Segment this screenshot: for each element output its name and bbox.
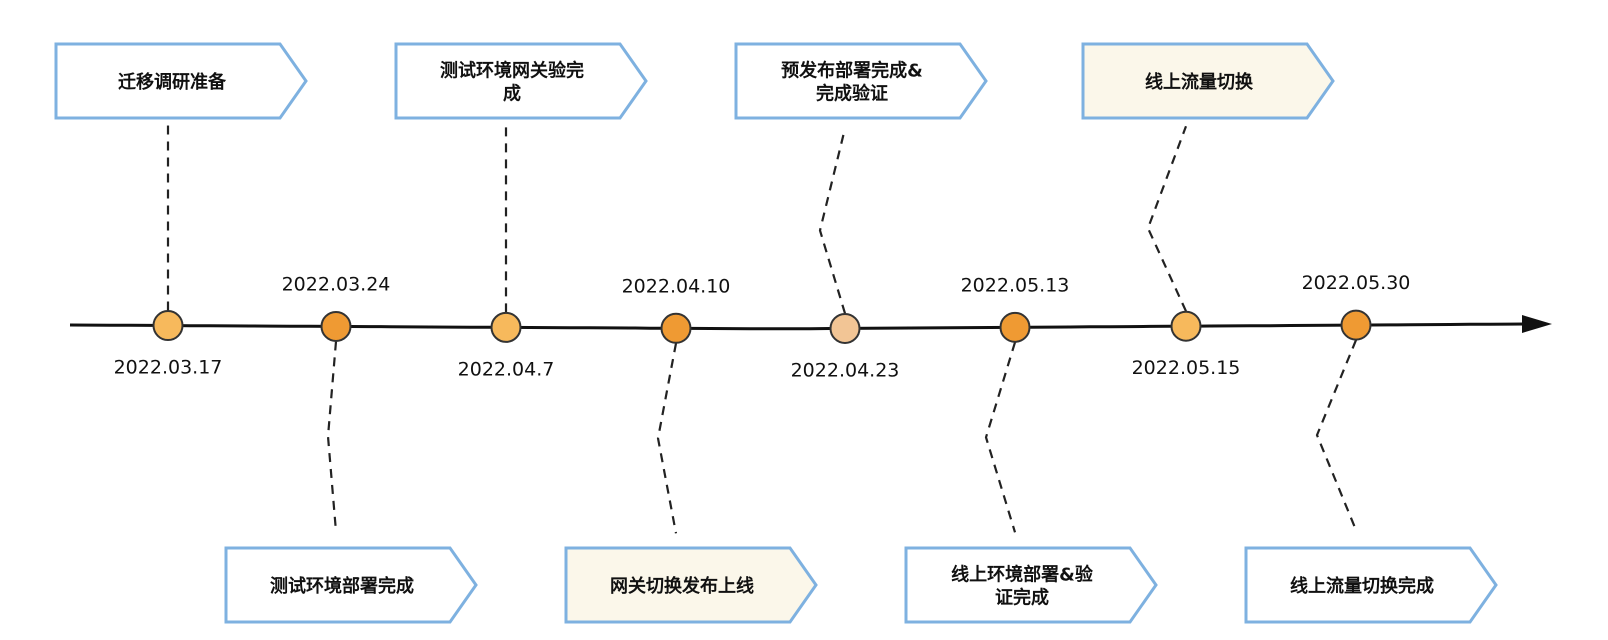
milestone-dot-m8: [1340, 309, 1372, 341]
milestone-dot-m4: [660, 312, 692, 344]
milestone-box-shape: [1244, 546, 1498, 624]
milestone-box-m5: 预发布部署完成&完成验证: [734, 42, 988, 120]
connector-m6: [984, 342, 1017, 533]
milestone-box-m7: 线上流量切换: [1081, 42, 1335, 120]
milestone-date-m4: 2022.04.10: [622, 275, 731, 297]
milestone-date-m7: 2022.05.15: [1132, 357, 1241, 379]
timeline-arrowhead: [1522, 314, 1552, 333]
milestone-dot-m3: [490, 311, 522, 343]
milestone-date-m6: 2022.05.13: [961, 274, 1070, 296]
connector-m4: [656, 343, 678, 534]
milestone-label: 网关切换发布上线: [610, 575, 754, 597]
milestone-dot-m5: [829, 312, 861, 344]
milestone-label: 线上环境部署&验: [951, 564, 1094, 586]
timeline-axis: [69, 322, 1526, 331]
milestone-label: 预发布部署完成&: [781, 60, 923, 82]
milestone-dot-m6: [999, 311, 1031, 343]
connector-m2: [326, 341, 338, 532]
milestone-label: 测试环境网关验完: [440, 60, 584, 82]
milestone-box-shape: [394, 42, 648, 120]
milestone-box-shape: [564, 546, 818, 624]
connector-m5: [818, 128, 847, 314]
milestone-dot-m2: [320, 310, 352, 342]
milestone-box-shape: [904, 546, 1158, 624]
milestone-date-m3: 2022.04.7: [458, 358, 555, 380]
milestone-label: 线上流量切换: [1145, 71, 1254, 93]
milestone-label: 线上流量切换完成: [1290, 575, 1434, 597]
milestone-box-m4: 网关切换发布上线: [564, 546, 818, 624]
milestone-label: 测试环境部署完成: [270, 575, 414, 597]
milestone-box-m2: 测试环境部署完成: [224, 546, 478, 624]
milestone-box-m1: 迁移调研准备: [54, 42, 308, 120]
milestone-box-shape: [1081, 42, 1335, 120]
milestone-dot-m7: [1170, 310, 1202, 342]
milestone-dot-m1: [152, 310, 184, 342]
milestone-label: 证完成: [995, 587, 1049, 609]
milestone-date-m5: 2022.04.23: [791, 359, 900, 381]
milestone-date-m2: 2022.03.24: [282, 273, 391, 295]
milestone-date-m8: 2022.05.30: [1302, 272, 1411, 294]
milestone-label: 完成验证: [816, 83, 888, 105]
milestone-box-shape: [734, 42, 988, 120]
connector-m8: [1315, 339, 1358, 531]
milestone-label: 迁移调研准备: [118, 71, 227, 93]
milestone-date-m1: 2022.03.17: [114, 357, 223, 379]
milestone-box-shape: [224, 546, 478, 624]
connector-m7: [1146, 125, 1188, 312]
milestone-box-shape: [54, 42, 308, 120]
milestone-label: 成: [503, 83, 521, 105]
milestone-box-m8: 线上流量切换完成: [1244, 546, 1498, 624]
